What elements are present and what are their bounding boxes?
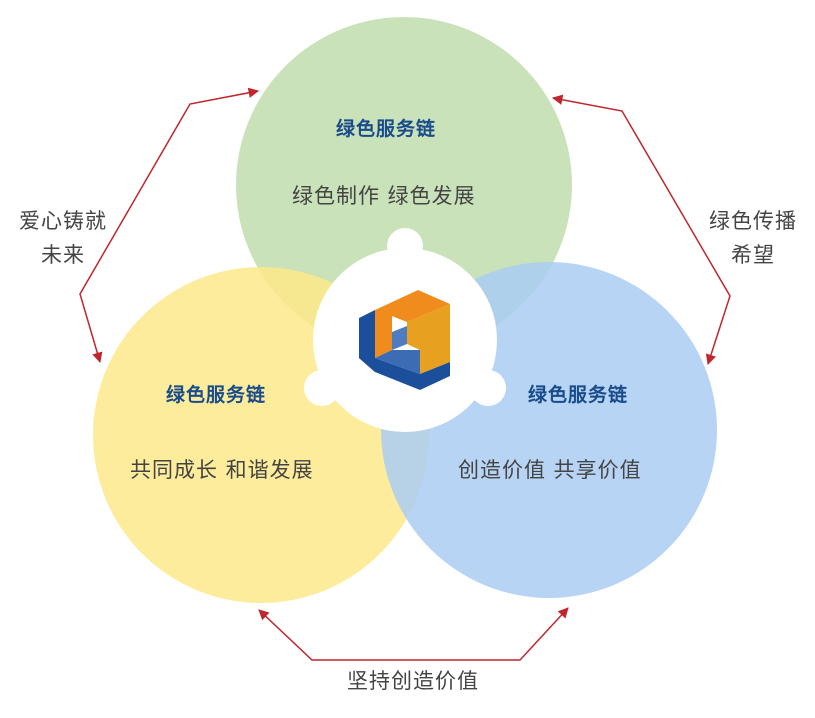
link-bottom-label: 坚持创造价值 [313, 664, 513, 698]
circle-top-title: 绿色服务链 [336, 118, 437, 140]
link-bottom-line1: 坚持创造价值 [347, 669, 479, 693]
circle-right-subtitle: 创造价值 共享价值 [458, 458, 642, 482]
link-left-line2: 未来 [41, 243, 85, 267]
link-right-line2: 希望 [731, 243, 775, 267]
link-right-line1: 绿色传播 [709, 209, 797, 233]
arrow-right-link [551, 94, 731, 365]
circle-right-title: 绿色服务链 [528, 384, 629, 406]
arrow-left-link [79, 87, 260, 364]
company-logo-icon [359, 290, 450, 390]
arrow-bottom-link [258, 607, 569, 661]
circle-top-subtitle: 绿色制作 绿色发展 [292, 184, 476, 208]
circle-top [236, 17, 572, 353]
link-right-label: 绿色传播 希望 [698, 204, 808, 272]
link-left-label: 爱心铸就 未来 [8, 204, 118, 272]
circle-left-subtitle: 共同成长 和谐发展 [130, 458, 314, 482]
link-left-line1: 爱心铸就 [19, 209, 107, 233]
circle-left-title: 绿色服务链 [166, 384, 267, 406]
